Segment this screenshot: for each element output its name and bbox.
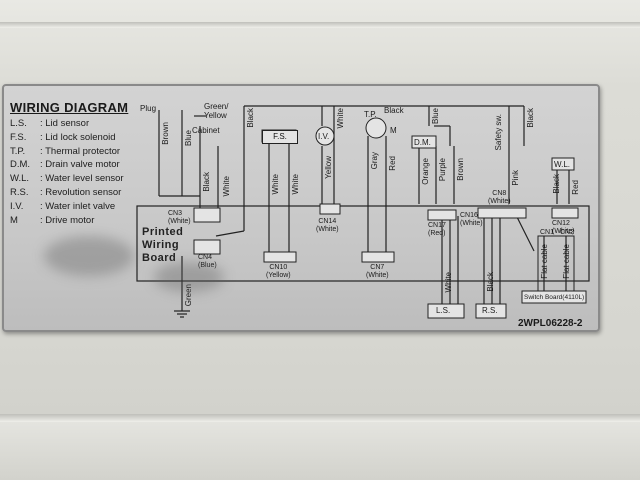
switch-board-label: Switch Board(4110L) [524,294,585,301]
dirt-smudge [154,262,224,292]
wire-blue-label: Blue [184,130,193,147]
plug-label: Plug [140,104,157,113]
wire-yellow-label: Yellow [324,156,333,179]
wire-white-label: White [444,272,453,293]
legend-text: : Lid sensor [40,118,90,129]
wire-blue-label: Blue [431,108,440,125]
wire-pink-label: Pink [511,170,520,186]
wire-orange-label: Orange [421,158,430,185]
cn4-label: CN4 (Blue) [198,254,217,269]
wire-black-label: Black [526,108,535,128]
flat-cable-label: Flat cable [562,244,571,279]
wire-purple-label: Purple [438,158,447,182]
wire-white-label: White [271,174,280,195]
wire-red-label: Red [571,180,580,195]
legend-abbr: T.P. [10,145,26,157]
board-label-line: Board [142,252,177,264]
wire-black-label: Black [384,106,404,115]
cn8-label: CN8 (White) [488,190,511,205]
dm-label: D.M. [414,138,431,147]
cn7-label: CN7 (White) [366,264,389,279]
wire-white-label: White [222,176,231,197]
board-label-line: Wiring [142,239,180,251]
wire-black-label: Black [202,172,211,192]
legend-row: D.M. : Drain valve motor [10,158,160,172]
legend-abbr: W.L. [10,173,30,185]
fs-component: F.S. [262,130,298,144]
cn3-label: CN3 (White) [168,210,191,225]
wire-red-label: Red [388,156,397,171]
legend-abbr: I.V. [10,200,24,212]
cn14-label: CN14 (White) [316,218,339,233]
bottom-panel-seam [0,414,640,422]
legend-row: L.S. : Lid sensor [10,117,160,131]
legend-row: T.P. : Thermal protector [10,145,160,159]
legend-text: : Water level sensor [40,173,124,185]
legend-row: R.S. : Revolution sensor [10,186,160,200]
board-label: Printed Wiring Board [142,226,183,265]
legend-abbr: F.S. [10,131,27,143]
wire-black-label: Black [552,174,561,194]
part-code: 2WPL06228-2 [518,318,583,329]
cn1-label: CN1 [540,229,555,236]
wire-white-label: White [291,174,300,195]
cn12-label: CN12 (White) [552,220,575,235]
legend-row: M : Drive motor [10,214,160,228]
diagram-title: WIRING DIAGRAM [10,100,129,115]
motor-label: M [390,126,397,135]
dirt-smudge [44,236,134,276]
bottom-panel [0,422,640,480]
legend-row: F.S. : Lid lock solenoid [10,131,160,145]
legend-row: I.V. : Water inlet valve [10,200,160,214]
legend-text: : Drain valve motor [40,159,120,171]
wire-gray-label: Gray [370,152,379,170]
legend-text: : Thermal protector [40,145,121,157]
wire-black-label: Black [246,108,255,128]
cn17-label: CN17 (Red) [428,222,446,237]
wire-brown-label: Brown [456,158,465,181]
legend-text: : Revolution sensor [40,186,122,198]
wire-brown-label: Brown [161,122,170,145]
safety-switch-label: Safety sw. [494,114,503,151]
legend-abbr: D.M. [10,159,31,171]
legend-row: W.L. : Water level sensor [10,172,160,186]
legend-text: : Drive motor [40,214,95,226]
wire-white-label: White [336,108,345,129]
legend-text: : Water inlet valve [40,200,116,212]
legend-abbr: R.S. [10,186,29,198]
cn16-label: CN16 (White) [460,212,483,227]
cabinet-label: Cabinet [192,126,220,135]
top-panel-seam [0,22,640,28]
flat-cable-label: Flat cable [540,244,549,279]
legend-abbr: L.S. [10,118,27,129]
green-yellow-label: Green/ Yellow [204,102,229,120]
wl-label: W.L. [554,160,571,169]
legend-abbr: M [10,214,18,226]
cn10-label: CN10 (Yellow) [266,264,291,279]
board-label-line: Printed [142,226,184,238]
cn2-label: CN2 [560,229,575,236]
tp-label: T.P. [364,110,377,119]
iv-label: I.V. [318,132,330,141]
ls-label: L.S. [436,306,451,315]
legend-text: : Lid lock solenoid [40,131,116,143]
rs-label: R.S. [482,306,498,315]
wire-black-label: Black [486,272,495,292]
